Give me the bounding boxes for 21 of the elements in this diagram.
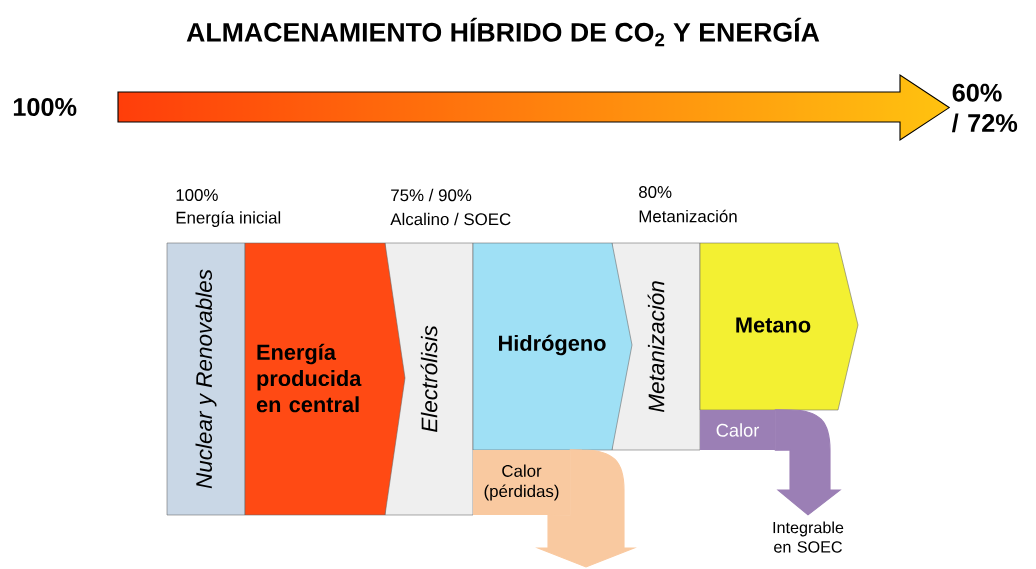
heat-arrow [537, 449, 635, 568]
caption-text: Energía inicial [176, 211, 281, 227]
stage-box: Nuclear y Renovables [166, 242, 246, 516]
node-label: Calor [716, 423, 760, 437]
heat-band: Calor [700, 410, 776, 450]
caption-text: 80% [639, 186, 672, 198]
caption-text: 75% / 90% [391, 188, 472, 202]
output-label: Integrable en SOEC [773, 521, 844, 553]
chevron-box: Energía producida en central [244, 242, 406, 516]
node-label: Calor (pérdidas) [484, 464, 559, 501]
chevron-box: Hidrógeno [472, 242, 633, 451]
percentage-label: 100% [13, 98, 77, 116]
title: ALMACENAMIENTO HÍBRIDO DE CO$_{2}$ Y ENERGÍA [186, 17, 820, 47]
percentage-label: 60% / 72% [951, 83, 1018, 133]
heat-band: Calor (pérdidas) [473, 450, 571, 515]
heat-arrow [774, 409, 841, 516]
caption-text: 100% [176, 189, 218, 201]
caption-text: Alcalino / SOEC [390, 212, 511, 226]
caption-text: Metanización [639, 209, 737, 223]
chevron-box: Metano [699, 242, 859, 411]
gradient-arrow [117, 73, 951, 142]
